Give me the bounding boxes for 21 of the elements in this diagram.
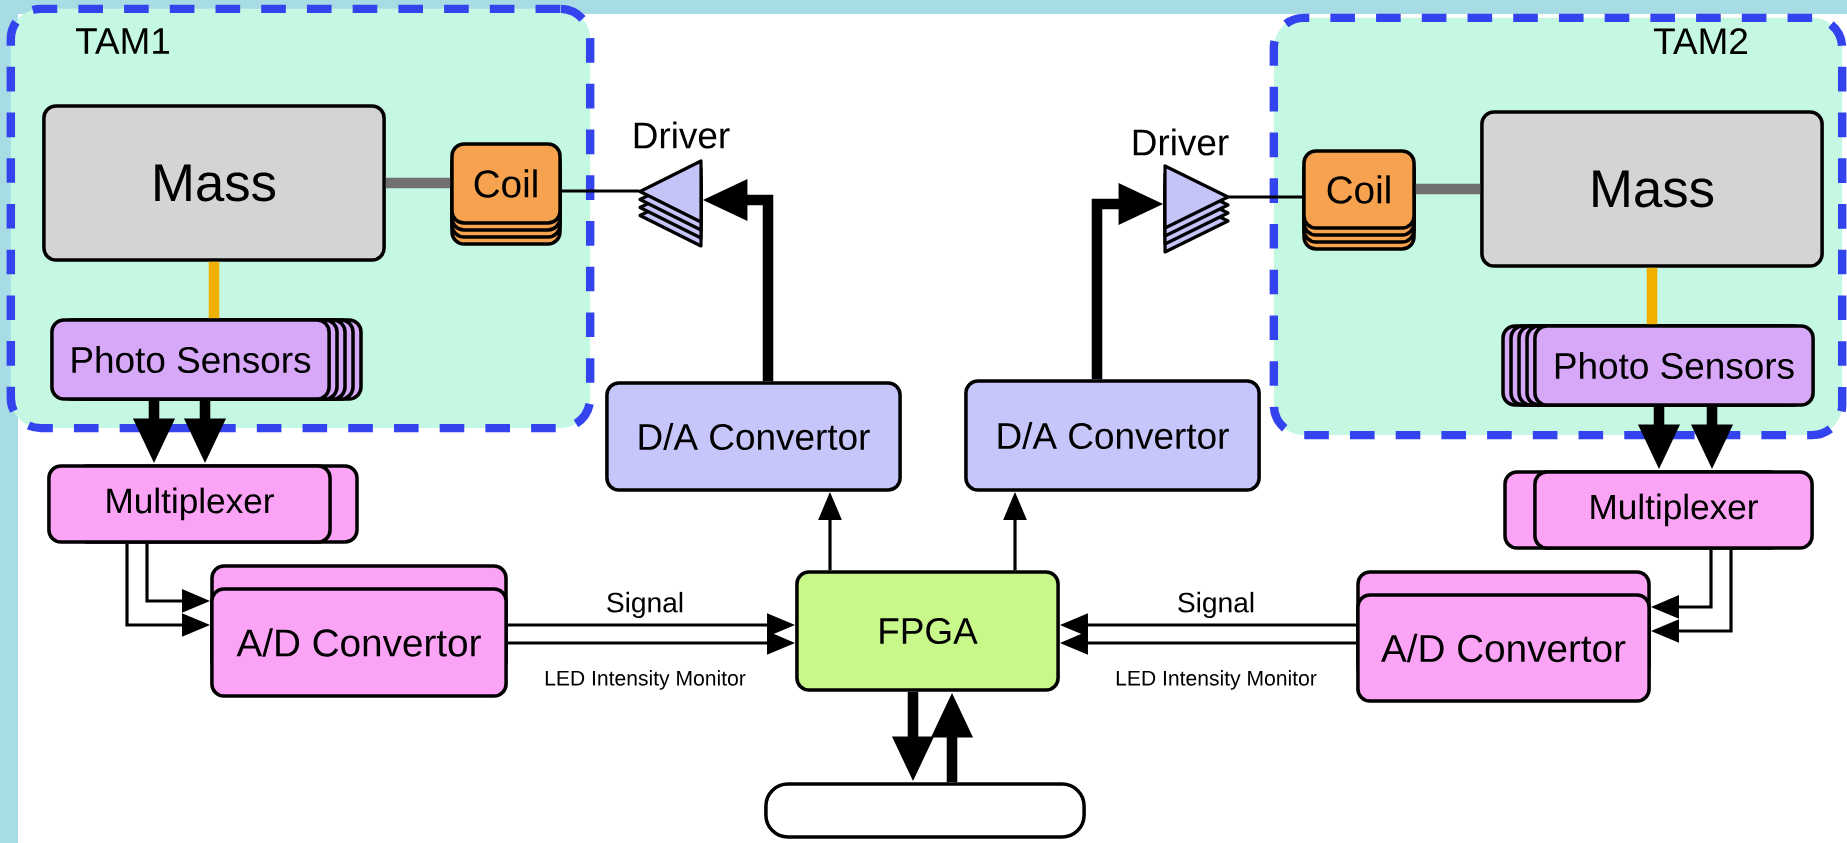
converter-box: D/A Convertor — [964, 379, 1261, 492]
edge-label: LED Intensity Monitor — [1111, 666, 1321, 694]
converter-box: A/D Convertor — [1356, 570, 1651, 703]
edge-label: Signal — [1173, 588, 1259, 622]
processor-box: FPGA — [795, 570, 1060, 692]
connector-line — [385, 177, 451, 189]
multiplexer-box: Multiplexer — [1503, 470, 1814, 550]
converter-box: D/A Convertor — [605, 381, 902, 492]
multiplexer-box: Multiplexer — [47, 464, 359, 544]
driver-label: Driver — [634, 121, 730, 149]
computer-box — [764, 782, 1086, 839]
sensor-stack: Photo Sensors — [50, 318, 363, 401]
panel-title: TAM1 — [75, 28, 170, 54]
mass-box: Mass — [42, 104, 386, 262]
converter-box: A/D Convertor — [210, 564, 508, 698]
coil-block: Coil — [450, 142, 562, 246]
connector-line — [561, 189, 640, 193]
edge-label: LED Intensity Monitor — [540, 666, 750, 694]
edge-label: Signal — [602, 588, 688, 622]
driver-label: Driver — [1133, 128, 1229, 156]
connector-line — [208, 261, 220, 319]
